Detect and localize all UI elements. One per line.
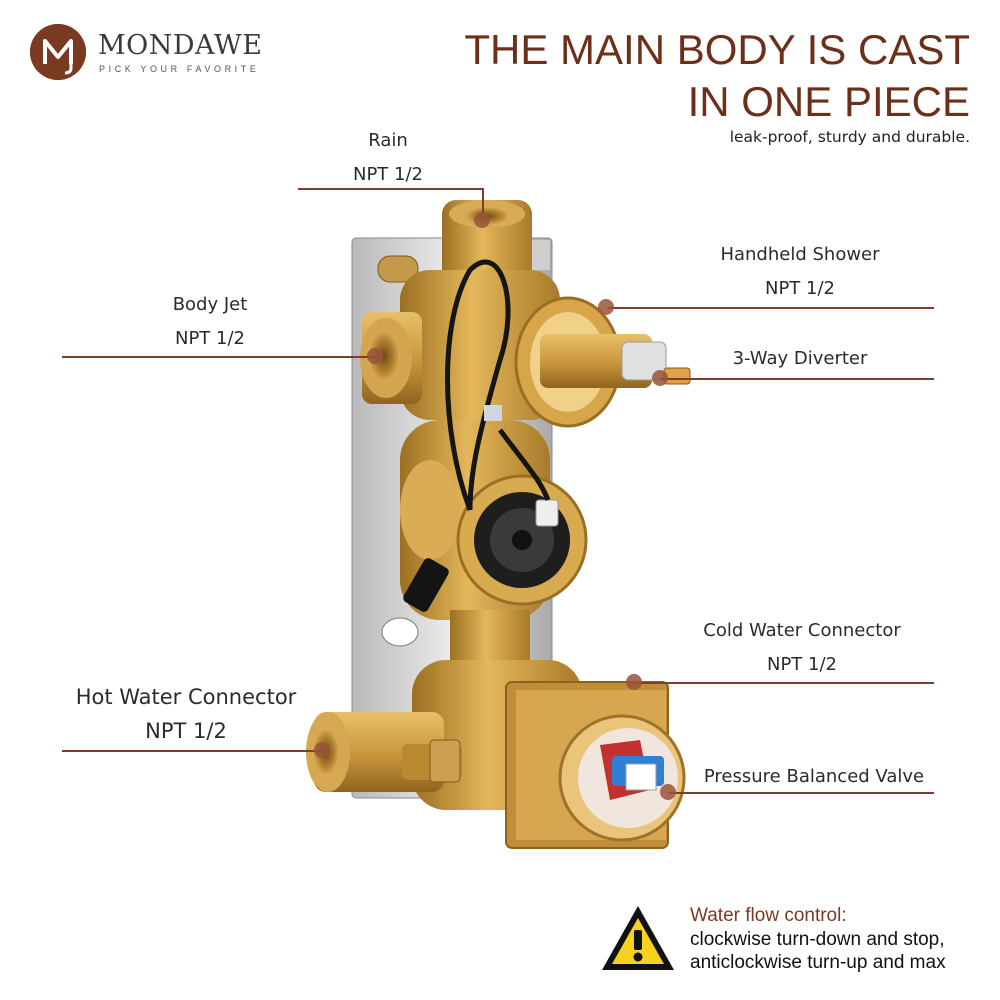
handheld-label: Handheld Shower NPT 1/2 bbox=[700, 238, 900, 306]
hot-dot bbox=[314, 742, 330, 758]
pressure-label: Pressure Balanced Valve bbox=[694, 760, 934, 794]
rain-leader-h bbox=[298, 188, 483, 190]
plate-hole-bottom bbox=[381, 617, 419, 647]
warning-triangle-icon bbox=[602, 906, 674, 970]
cold-leader bbox=[634, 682, 934, 684]
warning-line-1: clockwise turn-down and stop, bbox=[690, 929, 945, 950]
brand-logo-icon bbox=[30, 24, 86, 80]
rain-leader-v bbox=[482, 188, 484, 218]
rain-label: Rain NPT 1/2 bbox=[328, 124, 448, 192]
plate-slot-top bbox=[377, 255, 419, 283]
handheld-dot bbox=[598, 299, 614, 315]
diverter-label: 3-Way Diverter bbox=[720, 342, 880, 376]
brand-name: MONDAWE bbox=[98, 30, 263, 61]
hot-spec: NPT 1/2 bbox=[145, 719, 227, 743]
hot-label: Hot Water Connector NPT 1/2 bbox=[66, 680, 306, 748]
body-jet-dot bbox=[367, 348, 383, 364]
warning-line-2: anticlockwise turn-up and max bbox=[690, 952, 946, 973]
pin bbox=[532, 240, 550, 270]
headline: THE MAIN BODY IS CAST IN ONE PIECE bbox=[464, 24, 970, 128]
handheld-leader bbox=[608, 307, 934, 309]
handheld-spec: NPT 1/2 bbox=[764, 278, 835, 299]
headline-line-2: IN ONE PIECE bbox=[687, 78, 970, 125]
handheld-name: Handheld Shower bbox=[720, 244, 880, 265]
sensor-cable bbox=[445, 259, 511, 511]
pressure-leader bbox=[668, 792, 934, 794]
headline-subtitle: leak-proof, sturdy and durable. bbox=[729, 128, 970, 146]
cold-name: Cold Water Connector bbox=[703, 620, 901, 641]
body-jet-leader bbox=[62, 356, 382, 358]
pressure-name: Pressure Balanced Valve bbox=[703, 766, 925, 787]
rain-spec: NPT 1/2 bbox=[352, 164, 423, 185]
body-jet-name: Body Jet bbox=[172, 294, 248, 315]
brand-tagline: PICK YOUR FAVORITE bbox=[99, 64, 260, 74]
rain-dot bbox=[474, 212, 490, 228]
rain-name: Rain bbox=[368, 130, 408, 151]
cable-connector bbox=[403, 558, 449, 612]
hot-name: Hot Water Connector bbox=[75, 685, 297, 709]
diverter-name: 3-Way Diverter bbox=[732, 348, 868, 369]
body-jet-spec: NPT 1/2 bbox=[174, 328, 245, 349]
pressure-dot bbox=[660, 784, 676, 800]
headline-line-1: THE MAIN BODY IS CAST bbox=[464, 26, 970, 73]
hot-leader bbox=[62, 750, 328, 752]
cold-dot bbox=[626, 674, 642, 690]
body-jet-label: Body Jet NPT 1/2 bbox=[140, 288, 280, 356]
diverter-leader bbox=[660, 378, 934, 380]
diverter-dot bbox=[652, 370, 668, 386]
warning-title: Water flow control: bbox=[690, 905, 847, 926]
cold-spec: NPT 1/2 bbox=[766, 654, 837, 675]
cold-label: Cold Water Connector NPT 1/2 bbox=[682, 614, 922, 682]
